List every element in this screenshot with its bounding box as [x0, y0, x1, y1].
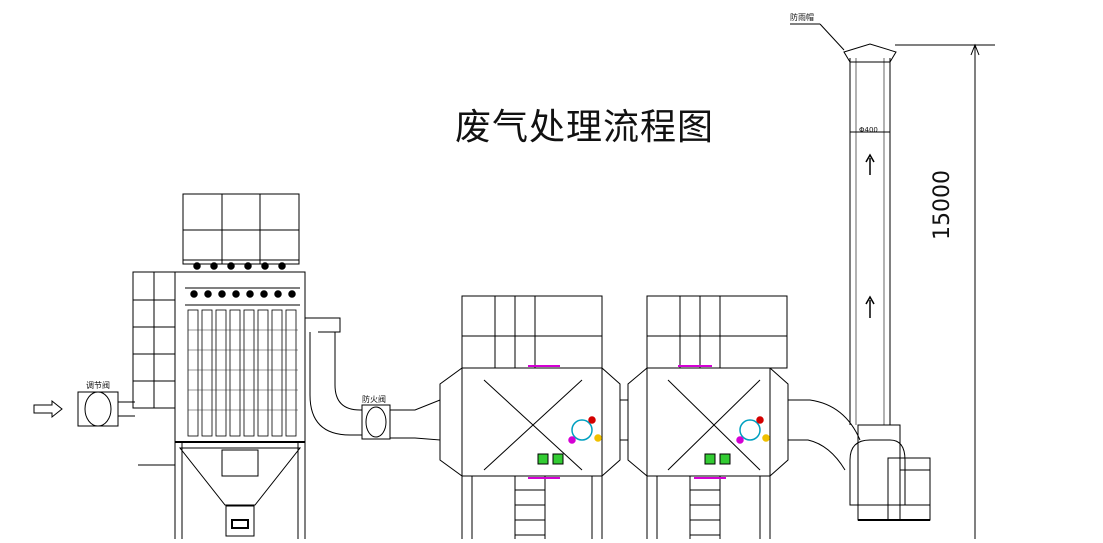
inlet-damper — [77, 391, 135, 427]
bag-filter-dust-collector — [132, 193, 306, 539]
height-dimension-line — [895, 43, 995, 539]
connecting-duct-2 — [788, 399, 861, 471]
rain-cap-label: 防雨帽 — [790, 13, 814, 22]
inlet-valve-label: 调节阀 — [86, 381, 110, 390]
connecting-duct-1 — [305, 317, 441, 441]
diagram-title: 废气处理流程图 — [455, 107, 715, 148]
fire-damper-label: 防火阀 — [362, 395, 386, 404]
exhaust-stack — [790, 23, 897, 425]
stack-diameter-label: Φ400 — [859, 126, 878, 134]
exhaust-fan — [849, 424, 931, 521]
stack-height-dimension: 15000 — [930, 170, 955, 240]
adsorption-tower-2 — [620, 295, 789, 539]
inlet-arrow-icon — [33, 399, 63, 419]
adsorption-tower-1 — [439, 295, 621, 539]
